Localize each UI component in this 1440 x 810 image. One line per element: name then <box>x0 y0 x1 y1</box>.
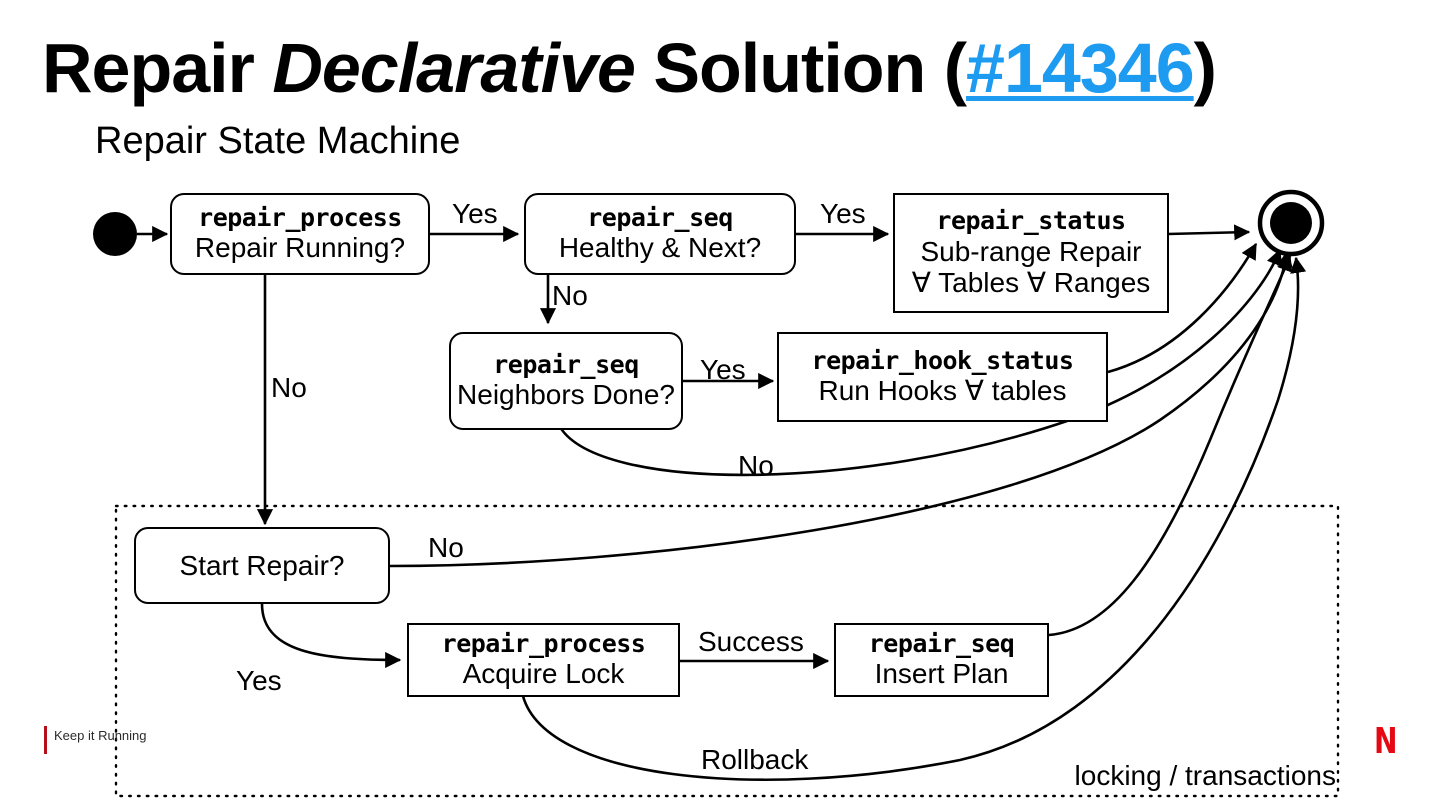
edge-start-repair-no-to-end <box>389 250 1293 568</box>
node-repair-seq-neighbors[interactable]: repair_seq Neighbors Done? <box>449 332 683 430</box>
node-text-label: Repair Running? <box>194 232 406 264</box>
netflix-logo: N <box>1374 721 1398 762</box>
node-repair-hook-status[interactable]: repair_hook_status Run Hooks ∀ tables <box>777 332 1108 422</box>
edge-repair-status-to-end <box>1167 224 1251 241</box>
edge-label-success-lock-to-insert: Success <box>698 626 804 657</box>
page-subtitle: Repair State Machine <box>95 120 461 162</box>
node-mono-label: repair_seq <box>868 629 1015 659</box>
node-mono-label: repair_status <box>936 206 1126 236</box>
edge-label-no-seq-to-neighbors: No <box>552 280 588 311</box>
node-repair-process-acquire-lock[interactable]: repair_process Acquire Lock <box>407 623 680 697</box>
node-mono-label: repair_process <box>198 203 402 233</box>
page-title: Repair Declarative Solution (#14346) <box>42 33 1217 103</box>
node-text-label-2: ∀ Tables ∀ Ranges <box>911 267 1151 299</box>
edge-label-yes-process-to-seq: Yes <box>452 198 498 229</box>
group-label-locking-transactions: locking / transactions <box>1074 760 1336 791</box>
node-text-label: Healthy & Next? <box>558 232 762 264</box>
title-part-2: Solution ( <box>634 29 967 107</box>
locking-transactions-group <box>114 504 1340 798</box>
node-repair-seq-insert-plan[interactable]: repair_seq Insert Plan <box>834 623 1049 697</box>
edge-neighbors-no-to-end <box>558 248 1282 477</box>
node-text-label: Acquire Lock <box>462 658 625 690</box>
final-state-node <box>1257 189 1325 257</box>
edge-hook-status-to-end <box>1107 242 1258 374</box>
node-mono-label: repair_process <box>441 629 646 659</box>
node-repair-status-subrange[interactable]: repair_status Sub-range Repair ∀ Tables … <box>893 193 1169 313</box>
title-part-1: Repair <box>42 29 273 107</box>
node-repair-process-running[interactable]: repair_process Repair Running? <box>170 193 430 275</box>
footer-note: Keep it Running <box>54 728 147 743</box>
node-mono-label: repair_hook_status <box>811 346 1074 376</box>
footer-accent-rule <box>44 726 47 754</box>
node-text-label: Start Repair? <box>179 549 345 581</box>
edge-acquire-lock-rollback-to-end <box>520 256 1307 781</box>
edge-label-no-start-repair-to-end: No <box>428 532 464 563</box>
edge-label-yes-start-to-lock: Yes <box>236 665 282 696</box>
edge-start-repair-yes-to-acquire-lock <box>260 603 402 669</box>
edge-label-no-neighbors-to-end: No <box>738 450 774 481</box>
edge-insert-plan-to-end <box>1048 254 1293 637</box>
node-text-label: Neighbors Done? <box>457 379 675 411</box>
node-mono-label: repair_seq <box>493 350 639 380</box>
title-italic-word: Declarative <box>272 29 636 107</box>
node-start-repair[interactable]: Start Repair? <box>134 527 390 604</box>
edge-label-no-process-to-start: No <box>271 372 307 403</box>
node-text-label: Insert Plan <box>874 658 1009 690</box>
node-text-label: Sub-range Repair <box>920 235 1142 267</box>
node-repair-seq-healthy[interactable]: repair_seq Healthy & Next? <box>524 193 796 275</box>
node-mono-label: repair_seq <box>587 203 733 233</box>
edge-label-yes-seq-to-status: Yes <box>820 198 866 229</box>
initial-state-node <box>93 212 137 256</box>
edge-label-rollback-to-end: Rollback <box>701 744 809 775</box>
issue-link[interactable]: #14346 <box>966 29 1195 107</box>
title-part-3: ) <box>1193 29 1217 107</box>
node-text-label: Run Hooks ∀ tables <box>818 375 1067 407</box>
edge-label-yes-neighbors-to-hook: Yes <box>700 354 746 385</box>
